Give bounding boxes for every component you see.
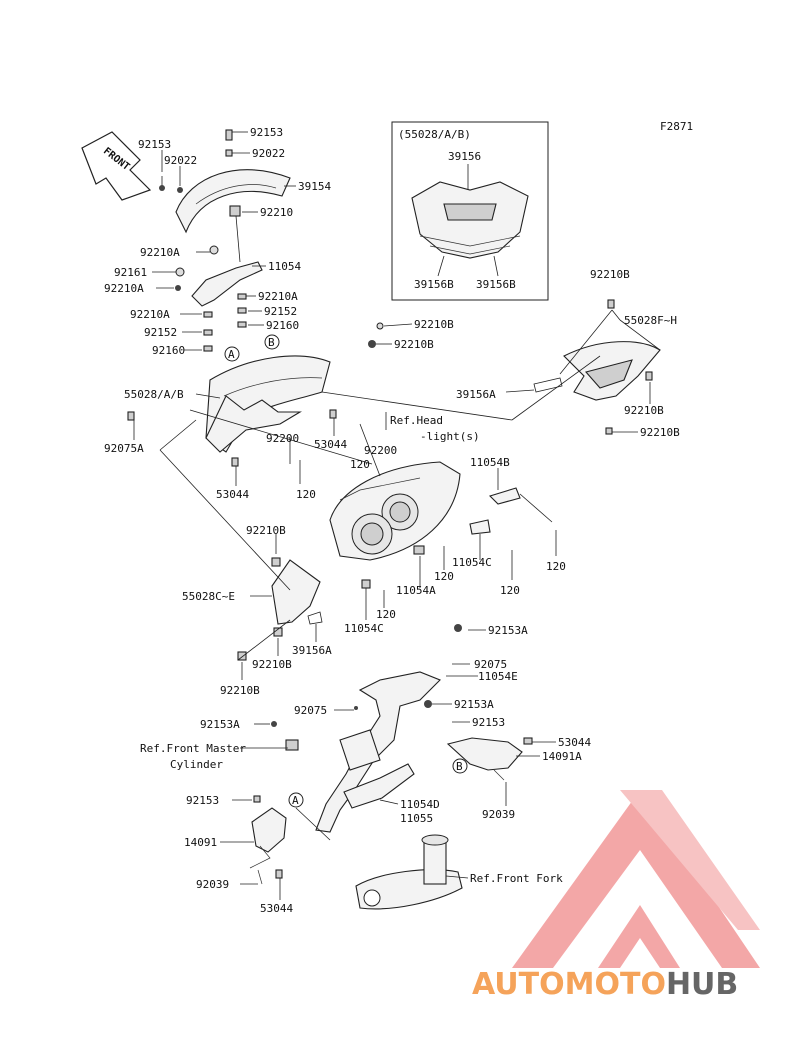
label-92200-b: 92200	[364, 444, 397, 457]
inset-title: (55028/A/B)	[398, 128, 471, 141]
cover-14091	[249, 795, 287, 885]
label-92153-br: 92153	[472, 716, 505, 729]
label-92210A-2: 92210A	[104, 282, 144, 295]
windshield-assembly	[159, 129, 291, 263]
label-39156A-l: 39156A	[292, 644, 332, 657]
inset-label-39156B-left: 39156B	[414, 278, 454, 291]
label-92210B-1: 92210B	[414, 318, 454, 331]
label-14091A: 14091A	[542, 750, 582, 763]
label-92022-a: 92022	[164, 154, 197, 167]
label-92210B-m3: 92210B	[220, 684, 260, 697]
part-labels: 92153 92022 92153 92022 39154 92210 9221…	[104, 126, 680, 915]
svg-text:AUTOMOTOHUB: AUTOMOTOHUB	[472, 967, 738, 1002]
label-92210-top: 92210	[260, 206, 293, 219]
figure-code: F2871	[660, 120, 693, 133]
label-53044-br: 53044	[558, 736, 591, 749]
label-92153A-3: 92153A	[200, 718, 240, 731]
label-14091: 14091	[184, 836, 217, 849]
label-11054A: 11054A	[396, 584, 436, 597]
label-ref-front-fork: Ref.Front Fork	[470, 872, 563, 885]
label-92160-l: 92160	[152, 344, 185, 357]
label-92210A-1: 92210A	[140, 246, 180, 259]
label-92210B-r1: 92210B	[590, 268, 630, 281]
label-92153-b: 92153	[250, 126, 283, 139]
label-ref-master-1: Ref.Front Master	[140, 742, 246, 755]
label-92210B-r3: 92210B	[640, 426, 680, 439]
label-53044-bl: 53044	[260, 902, 293, 915]
label-92210A-4: 92210A	[130, 308, 170, 321]
label-11054C-l: 11054C	[344, 622, 384, 635]
label-92160-r: 92160	[266, 319, 299, 332]
label-120-e: 120	[376, 608, 396, 621]
headlight-assembly	[329, 461, 461, 589]
side-cowl-55028F-H	[469, 299, 661, 535]
inset-box: (55028/A/B) 39156 39156B 39156B	[391, 121, 549, 301]
label-11054D: 11054D	[400, 798, 440, 811]
label-11054B: 11054B	[470, 456, 510, 469]
upper-cowl-55028	[127, 322, 384, 467]
label-ref-headlight-2: -light(s)	[420, 430, 480, 443]
label-92210B-2: 92210B	[394, 338, 434, 351]
label-53044-a: 53044	[314, 438, 347, 451]
label-92210B-m: 92210B	[246, 524, 286, 537]
label-120-b: 120	[296, 488, 316, 501]
label-92075: 92075	[474, 658, 507, 671]
label-120-r: 120	[546, 560, 566, 573]
label-55028AB: 55028/A/B	[124, 388, 184, 401]
label-ref-master-2: Cylinder	[170, 758, 223, 771]
label-92210B-r2: 92210B	[624, 404, 664, 417]
label-92210B-m2: 92210B	[252, 658, 292, 671]
label-11054C-r: 11054C	[452, 556, 492, 569]
cover-14091A	[446, 737, 533, 781]
watermark-auto: AUTO	[472, 967, 565, 1002]
bracket-11054	[175, 245, 263, 352]
front-direction-arrow: FRONT	[81, 131, 152, 201]
front-fork-crown	[355, 834, 463, 910]
marker-B-lower: B	[456, 760, 463, 773]
label-92075-l: 92075	[294, 704, 327, 717]
inset-label-39156B-right: 39156B	[476, 278, 516, 291]
label-11054E: 11054E	[478, 670, 518, 683]
label-120-c: 120	[500, 584, 520, 597]
leader-lines	[133, 131, 661, 900]
label-11054: 11054	[268, 260, 301, 273]
side-cowl-55028C-E	[237, 557, 323, 661]
marker-A-upper: A	[228, 348, 235, 361]
label-11055: 11055	[400, 812, 433, 825]
label-39154: 39154	[298, 180, 331, 193]
label-92152-r: 92152	[264, 305, 297, 318]
automotohub-watermark: AUTOMOTOHUB	[472, 967, 738, 1002]
label-92200-a: 92200	[266, 432, 299, 445]
watermark-hub: HUB	[666, 967, 738, 1002]
stay-bracket-11054D	[271, 624, 462, 833]
label-55028CE: 55028C~E	[182, 590, 235, 603]
label-92153A-2: 92153A	[454, 698, 494, 711]
label-92022-b: 92022	[252, 147, 285, 160]
label-92039-l: 92039	[196, 878, 229, 891]
reference-markers: A B B A	[224, 334, 468, 808]
label-92152-l: 92152	[144, 326, 177, 339]
label-92153-a: 92153	[138, 138, 171, 151]
marker-B-upper: B	[268, 336, 275, 349]
label-ref-headlight-1: Ref.Head	[390, 414, 443, 427]
label-92153-bl: 92153	[186, 794, 219, 807]
label-120-a: 120	[350, 458, 370, 471]
label-92210A-3: 92210A	[258, 290, 298, 303]
marker-A-lower: A	[292, 794, 299, 807]
watermark-moto: MOTO	[565, 967, 666, 1002]
automotohub-logo-mark	[512, 790, 760, 968]
label-92039-r: 92039	[482, 808, 515, 821]
label-120-d: 120	[434, 570, 454, 583]
label-55028FH: 55028F~H	[624, 314, 677, 327]
label-39156A-r: 39156A	[456, 388, 496, 401]
inset-label-39156: 39156	[448, 150, 481, 163]
label-92075A: 92075A	[104, 442, 144, 455]
label-53044-b: 53044	[216, 488, 249, 501]
label-92161: 92161	[114, 266, 147, 279]
label-92153A-1: 92153A	[488, 624, 528, 637]
